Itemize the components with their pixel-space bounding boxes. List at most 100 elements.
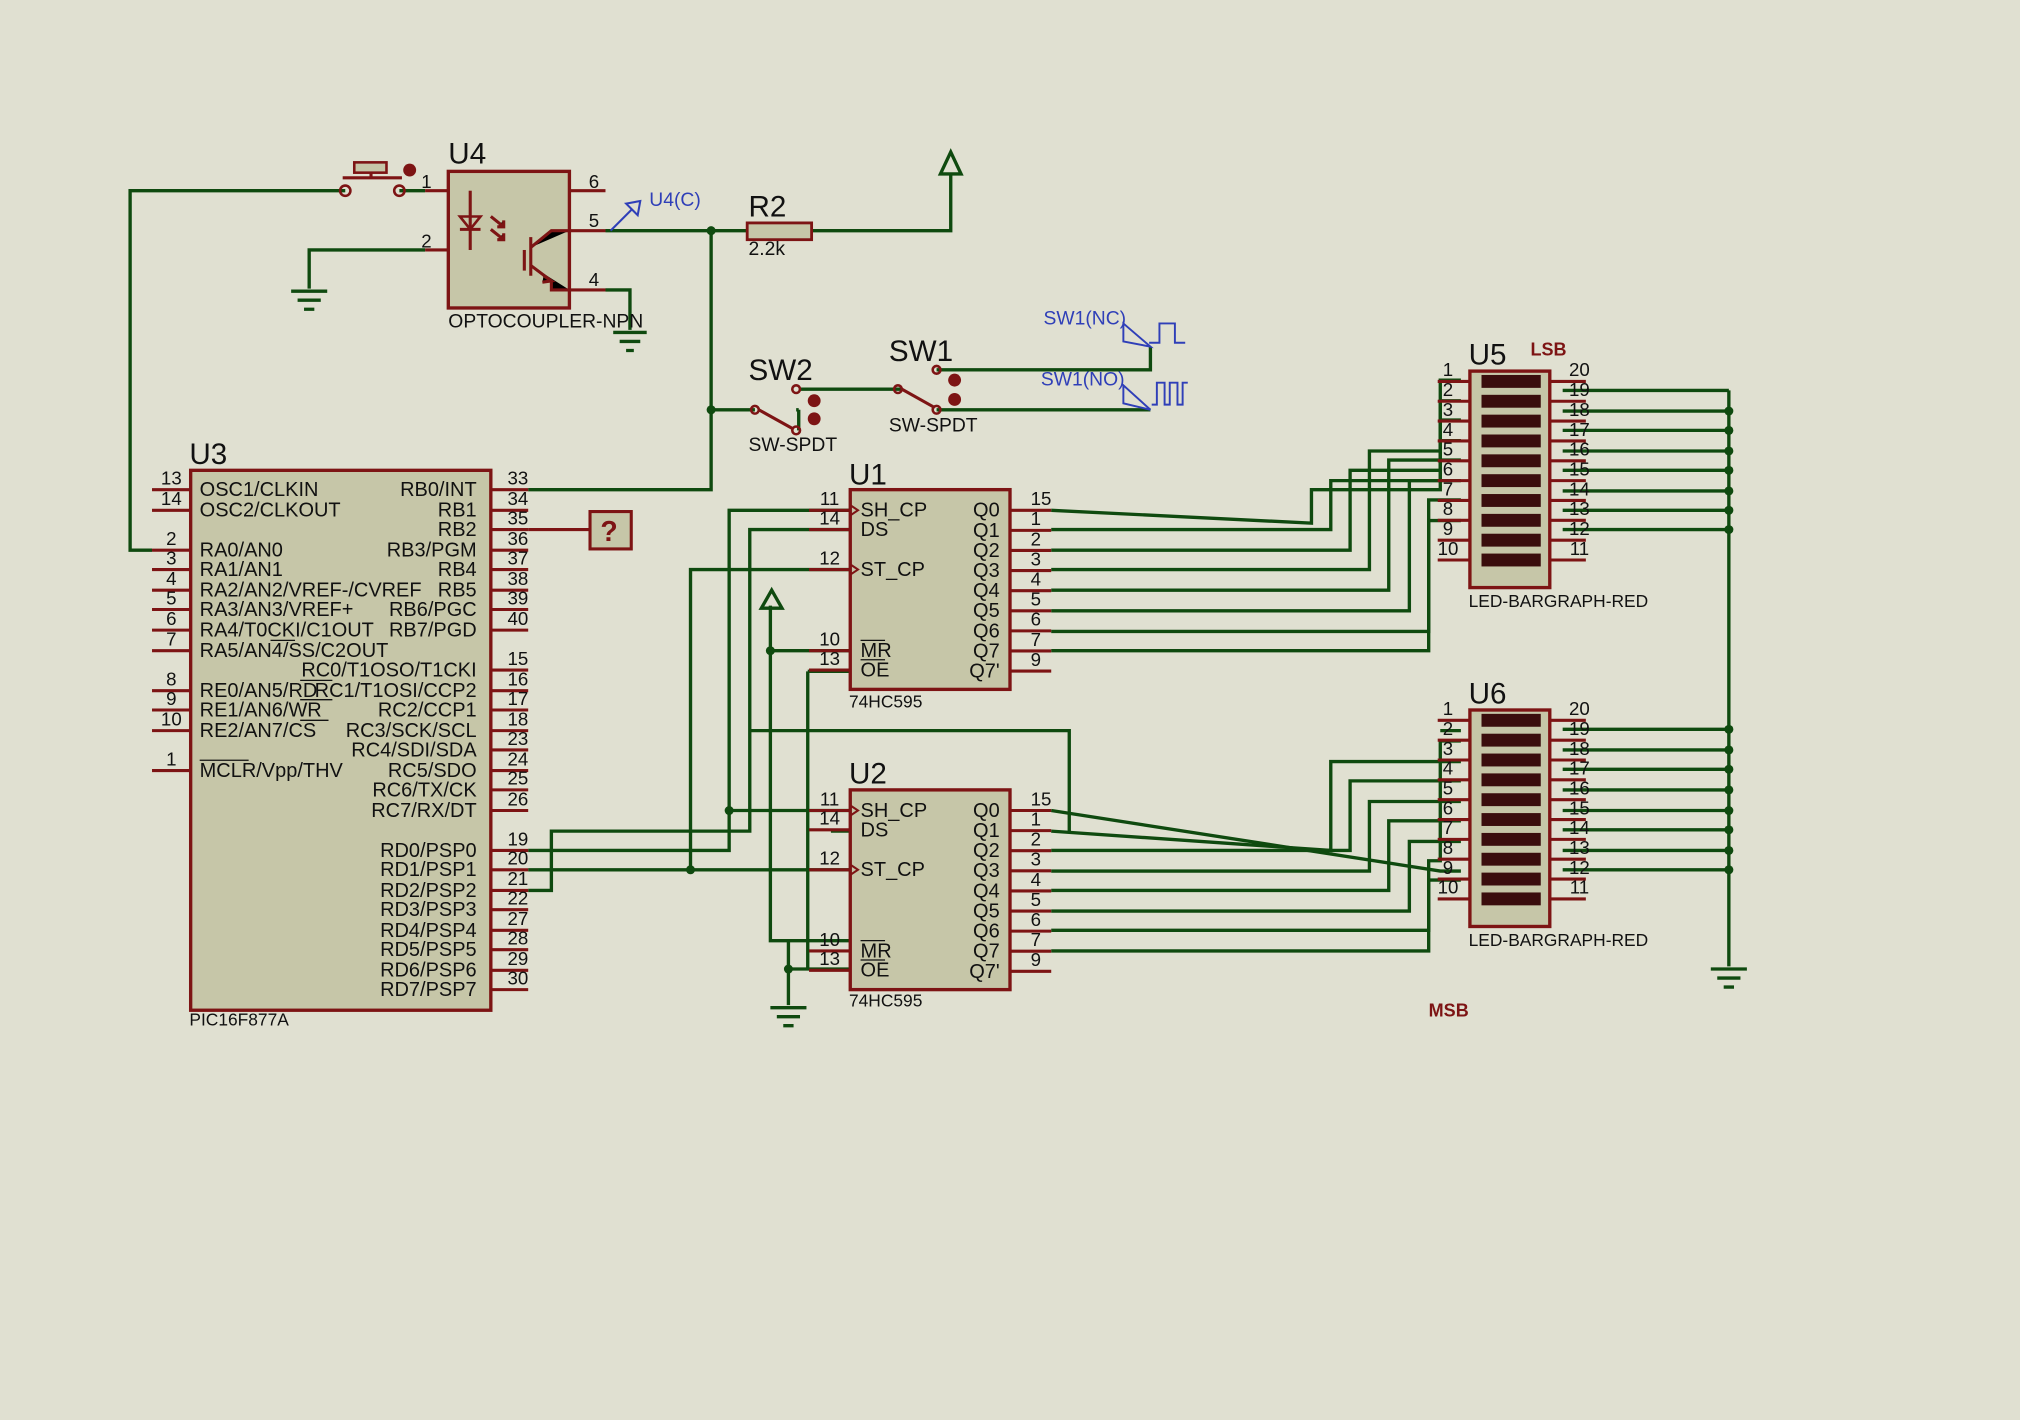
u2-pins-pin-name: SH_CP (861, 800, 928, 822)
u3-pin-number: 1 (166, 748, 176, 769)
clock-edge-icon (849, 504, 860, 517)
u2-pins-pin-number: 13 (819, 948, 840, 969)
u5-pins-pin-number: 14 (1569, 478, 1590, 499)
u1-pins-pin-number: 15 (1031, 488, 1052, 509)
msb-label: MSB (1429, 1001, 1469, 1021)
u3-pin-number: 17 (507, 688, 528, 709)
led-segment (1481, 454, 1541, 468)
u1-shift-register[interactable]: U1 74HC595 11SH_CP14DS12ST_CP10MR13OE15Q… (809, 458, 1051, 711)
u3-microcontroller[interactable]: U3 PIC16F877A 13OSC1/CLKIN14OSC2/CLKOUT2… (152, 438, 528, 1030)
u3-pin-number: 23 (507, 728, 528, 749)
u6-pins-pin-number: 16 (1569, 778, 1590, 799)
u2-pins-pin-number: 2 (1031, 829, 1041, 850)
u6-pins-pin-number: 7 (1443, 817, 1453, 838)
led-segment (1481, 494, 1541, 507)
u1-pins-pin-name: Q4 (973, 580, 1000, 602)
led-segment (1481, 733, 1541, 747)
u3-pin-number: 36 (507, 528, 528, 549)
led-segment (1481, 713, 1541, 727)
u2-pins-pin-name: Q7' (969, 961, 999, 983)
ground-symbol (613, 330, 647, 353)
u2-pins-pin-name: Q7 (973, 941, 1000, 963)
u2-pins-pin-name: Q6 (973, 921, 1000, 943)
ground-symbol (1710, 967, 1747, 989)
sw2-ref: SW2 (748, 354, 812, 387)
u2-pins-pin-name: Q5 (973, 900, 1000, 922)
u2-pins-pin-name: ST_CP (861, 859, 925, 881)
u4c-voltage-probe[interactable]: U4(C) (609, 190, 701, 232)
u3-pin-name: RB7/PGD (389, 620, 477, 642)
u3-pin-name: RC5/SDO (388, 760, 477, 782)
u3-pin-name: RB2 (438, 519, 477, 541)
u5-pins-pin-number: 3 (1443, 399, 1453, 420)
u4-pin-num: 4 (589, 269, 599, 290)
u3-ref: U3 (189, 438, 227, 471)
led-segment (1481, 872, 1541, 886)
u6-pins-pin-number: 3 (1443, 738, 1453, 759)
u3-pin-number: 18 (507, 708, 528, 729)
u3-pin-name: RE1/AN6/WR (200, 699, 322, 721)
u3-pin-number: 16 (507, 669, 528, 690)
u1-pins-pin-number: 5 (1031, 589, 1041, 610)
u3-pin-name: MCLR/Vpp/THV (200, 760, 344, 782)
r2-resistor[interactable]: R2 2.2k (745, 190, 814, 260)
u5-pins-pin-number: 16 (1569, 439, 1590, 460)
u1-pins-pin-name: Q1 (973, 520, 1000, 542)
u5-pins-pin-number: 2 (1443, 379, 1453, 400)
u6-pins-pin-number: 8 (1443, 837, 1453, 858)
sw1-nc-generator[interactable]: SW1(NC) (1043, 309, 1186, 349)
u5-pins-pin-number: 4 (1443, 419, 1453, 440)
u1-pins-pin-name: Q7' (969, 661, 999, 683)
sw1-nc-label: SW1(NC) (1043, 309, 1126, 330)
clock-edge-icon (849, 563, 860, 576)
sw1-no-generator[interactable]: SW1(NO) (1041, 369, 1188, 411)
u3-pin-number: 4 (166, 568, 176, 589)
u6-pins-pin-number: 20 (1569, 698, 1590, 719)
u3-pin-number: 22 (507, 888, 528, 909)
u2-pins-pin-number: 3 (1031, 849, 1041, 870)
u1-ref: U1 (849, 458, 887, 491)
u3-pin-name: RB1 (438, 500, 477, 522)
u3-pin-name: RD6/PSP6 (380, 960, 477, 982)
ground-symbol (770, 1005, 807, 1028)
u3-type: PIC16F877A (189, 1010, 289, 1030)
logic-probe[interactable]: ? (528, 510, 633, 551)
u3-pin-number: 8 (166, 669, 176, 690)
u2-pins-pin-name: DS (861, 819, 889, 841)
logic-probe-symbol: ? (600, 516, 617, 548)
u1-pins-pin-name: MR (861, 640, 892, 662)
u3-pin-name: RA0/AN0 (200, 540, 283, 562)
u6-ref: U6 (1469, 678, 1507, 711)
u2-pins-pin-number: 11 (820, 788, 839, 809)
u1-pins-pin-number: 10 (819, 629, 840, 650)
clock-edge-icon (849, 863, 860, 876)
u4-optocoupler[interactable]: U4 OPTOCOUPLER-NPN 1 2 6 5 4 (421, 138, 643, 333)
u1-pins-pin-number: 3 (1031, 548, 1041, 569)
sw1-switch[interactable]: SW1 SW-SPDT (889, 335, 978, 437)
sw2-switch[interactable]: SW2 SW-SPDT (748, 354, 837, 456)
u1-pins-pin-number: 12 (819, 547, 840, 568)
u1-pins-pin-name: Q0 (973, 500, 1000, 522)
u2-pins-pin-number: 10 (819, 929, 840, 950)
push-button[interactable] (338, 161, 417, 198)
led-segment (1481, 813, 1541, 826)
u2-pins-pin-number: 12 (819, 848, 840, 869)
u3-pin-name: OSC1/CLKIN (200, 479, 319, 501)
u3-pin-name: RB3/PGM (387, 540, 477, 562)
u5-pins-pin-number: 10 (1438, 538, 1459, 559)
u3-pin-number: 26 (507, 788, 528, 809)
u6-pins-pin-number: 6 (1443, 797, 1453, 818)
u3-pin-name: RC2/CCP1 (378, 699, 477, 721)
u3-pin-name: RD2/PSP2 (380, 880, 477, 902)
u3-pin-name: RE0/AN5/RD (200, 680, 318, 702)
u3-pin-name: RD0/PSP0 (380, 840, 477, 862)
u5-pins-pin-number: 12 (1569, 518, 1590, 539)
u5-pins-pin-number: 8 (1443, 498, 1453, 519)
led-segment (1481, 832, 1541, 846)
u2-shift-register[interactable]: U2 74HC595 11SH_CP14DS12ST_CP10MR13OE15Q… (809, 757, 1051, 1010)
sw1-no-label: SW1(NO) (1041, 369, 1125, 390)
